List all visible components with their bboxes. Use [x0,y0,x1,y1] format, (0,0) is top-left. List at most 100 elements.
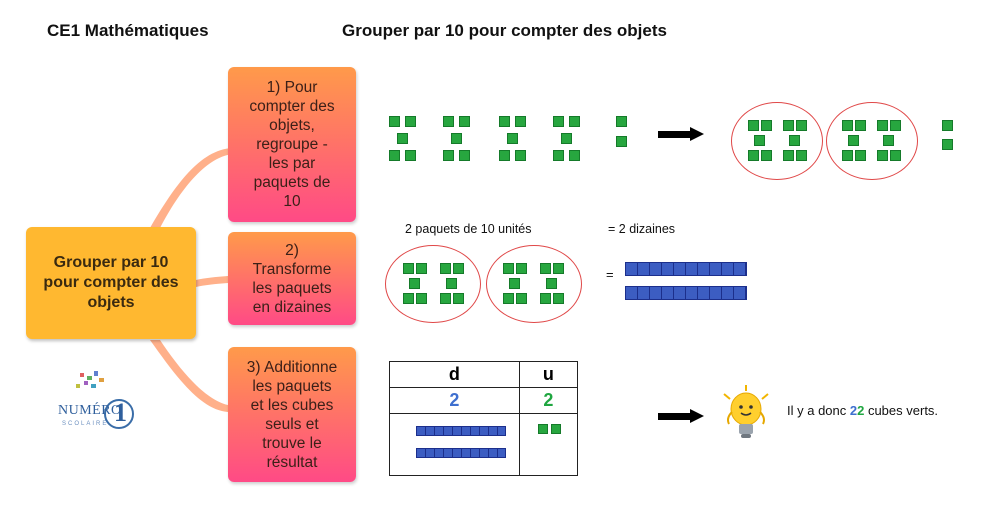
tens-header: d [389,361,520,388]
cube [537,424,548,434]
cube [540,293,551,304]
ten-rod [625,286,747,300]
cube [842,150,853,161]
ten-rod [416,426,506,436]
cube [748,120,759,131]
units-header: u [518,361,579,388]
cube [616,116,627,127]
cube [459,116,470,127]
cube [499,150,510,161]
cube [877,120,888,131]
arrow-right-icon [658,409,706,423]
equals-sign: = [606,267,614,282]
cube [796,120,807,131]
cube [540,263,551,274]
cube [942,120,953,131]
connector-step-2 [196,276,228,287]
cube [748,150,759,161]
arrow-right-icon [658,127,706,141]
numero1-logo: NUMÉRO 1 SCOLAIRE [58,368,138,438]
connector-step-3 [150,340,228,412]
cube [890,150,901,161]
cube [389,116,400,127]
cube [616,136,627,147]
cube [503,263,514,274]
cube [403,263,414,274]
cube [443,150,454,161]
lightbulb-icon [723,385,769,438]
cube [440,263,451,274]
ten-rod [625,262,747,276]
cube [443,116,454,127]
cube [459,150,470,161]
cube [453,293,464,304]
packet-ellipse [486,245,582,323]
result-text: Il y a donc 22 cubes verts. [787,403,938,418]
result-number: 22 [850,403,864,418]
place-value-table: d u 2 2 [389,361,579,476]
packet-ellipse [731,102,823,180]
packets-label: 2 paquets de 10 unités [405,222,532,236]
central-topic: Grouper par 10 pour compter des objets [26,227,196,339]
cube [783,120,794,131]
ten-rod [416,448,506,458]
cube [416,293,427,304]
logo-sub: SCOLAIRE [62,421,109,427]
cube-groups-row1 [389,116,639,164]
cube [515,116,526,127]
result-prefix: Il y a donc [787,403,850,418]
cube [883,135,894,146]
logo-number: 1 [114,398,127,427]
cube [515,150,526,161]
logo-graphic [76,371,134,429]
cube [553,293,564,304]
cube [503,293,514,304]
packet-ellipse [385,245,481,323]
cube [509,278,520,289]
cube [855,150,866,161]
cube [546,278,557,289]
subject-title: CE1 Mathématiques [47,21,209,40]
grouped-cubes-row1 [748,120,968,164]
cube [789,135,800,146]
result-tens-digit: 2 [849,403,858,418]
cube [453,263,464,274]
cube [553,263,564,274]
cube [855,120,866,131]
cube [569,116,580,127]
cube [405,116,416,127]
cube [842,120,853,131]
cube [761,150,772,161]
page-title: Grouper par 10 pour compter des objets [342,21,667,40]
cube [516,263,527,274]
cube [405,150,416,161]
cube [446,278,457,289]
step-3-box: 3) Additionne les paquets et les cubes s… [228,347,356,482]
cube [877,150,888,161]
cube [569,150,580,161]
cube [754,135,765,146]
cube [553,150,564,161]
cube [796,150,807,161]
packet-ellipse [826,102,918,180]
grouped-cubes-row2 [403,263,573,307]
step-2-box: 2) Transforme les paquets en dizaines [228,232,356,325]
cube [389,150,400,161]
logo-name: NUMÉRO [58,403,122,418]
dizaines-label: = 2 dizaines [608,222,676,236]
cube [499,116,510,127]
units-value: 2 [518,387,579,414]
cube [403,293,414,304]
cube [942,139,953,150]
result-suffix: cubes verts. [864,403,939,418]
tens-value: 2 [389,387,520,414]
cube [761,120,772,131]
units-cubes-cell [518,413,579,476]
cube [416,263,427,274]
cube [553,116,564,127]
cube [451,133,462,144]
step-1-box: 1) Pour compter des objets, regroupe - l… [228,67,356,222]
tens-rods-cell [389,413,520,476]
cube [409,278,420,289]
